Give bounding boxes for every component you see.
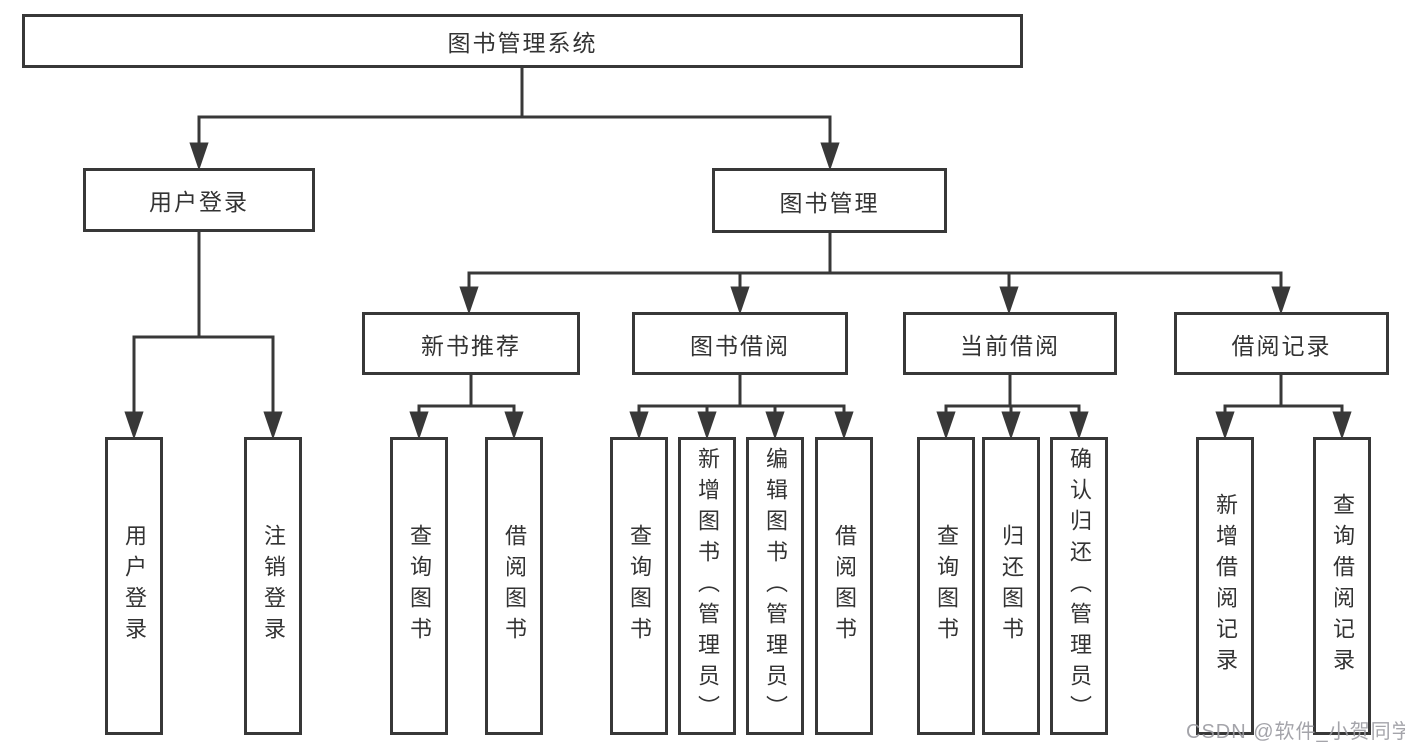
arrowhead <box>834 411 854 440</box>
leaf-user-login: 用户登录 <box>105 437 163 735</box>
arrowhead <box>936 411 956 440</box>
leaf-borrow-borrow-books: 借阅图书 <box>815 437 873 735</box>
arrowhead <box>765 411 785 440</box>
arrowhead <box>999 286 1019 315</box>
leaf-logout: 注销登录 <box>244 437 302 735</box>
node-user-login: 用户登录 <box>83 168 315 232</box>
arrowhead <box>504 411 524 440</box>
leaf-current-return-books: 归还图书 <box>982 437 1040 735</box>
connector-borrowrecords-to-leaves <box>1215 371 1352 440</box>
arrowhead <box>1001 411 1021 440</box>
leaf-current-query-books: 查询图书 <box>917 437 975 735</box>
arrowhead <box>409 411 429 440</box>
leaf-borrow-edit-books-admin: 编辑图书（管理员） <box>746 437 804 735</box>
arrowhead <box>1271 286 1291 315</box>
node-current-borrow: 当前借阅 <box>903 312 1117 375</box>
node-new-book-recommend: 新书推荐 <box>362 312 580 375</box>
arrowhead <box>459 286 479 315</box>
node-book-management: 图书管理 <box>712 168 947 233</box>
node-root: 图书管理系统 <box>22 14 1023 68</box>
leaf-current-confirm-return-admin: 确认归还（管理员） <box>1050 437 1108 735</box>
connector-currentborrow-to-leaves <box>936 371 1089 440</box>
leaf-borrow-query-books: 查询图书 <box>610 437 668 735</box>
leaf-records-add-record: 新增借阅记录 <box>1196 437 1254 735</box>
leaf-newbooks-borrow-books: 借阅图书 <box>485 437 543 735</box>
node-borrow-records: 借阅记录 <box>1174 312 1389 375</box>
leaf-newbooks-query-books: 查询图书 <box>390 437 448 735</box>
csdn-watermark: CSDN @软件_小贺同学 <box>1186 721 1405 743</box>
arrowhead <box>629 411 649 440</box>
connector-userlogin-to-leaves <box>124 228 283 440</box>
leaf-borrow-add-books-admin: 新增图书（管理员） <box>678 437 736 735</box>
leaf-records-query-record: 查询借阅记录 <box>1313 437 1371 735</box>
arrowhead <box>263 411 283 440</box>
arrowhead <box>820 142 840 171</box>
arrowhead <box>1069 411 1089 440</box>
connector-bookmgmt-to-level3 <box>459 229 1291 315</box>
arrowhead <box>189 142 209 171</box>
connector-newbooks-to-leaves <box>409 371 524 440</box>
arrowhead <box>730 286 750 315</box>
arrowhead <box>124 411 144 440</box>
connector-bookborrow-to-leaves <box>629 371 854 440</box>
arrowhead <box>697 411 717 440</box>
connector-root-to-level2 <box>189 64 840 171</box>
arrowhead <box>1332 411 1352 440</box>
node-book-borrow: 图书借阅 <box>632 312 848 375</box>
arrowhead <box>1215 411 1235 440</box>
